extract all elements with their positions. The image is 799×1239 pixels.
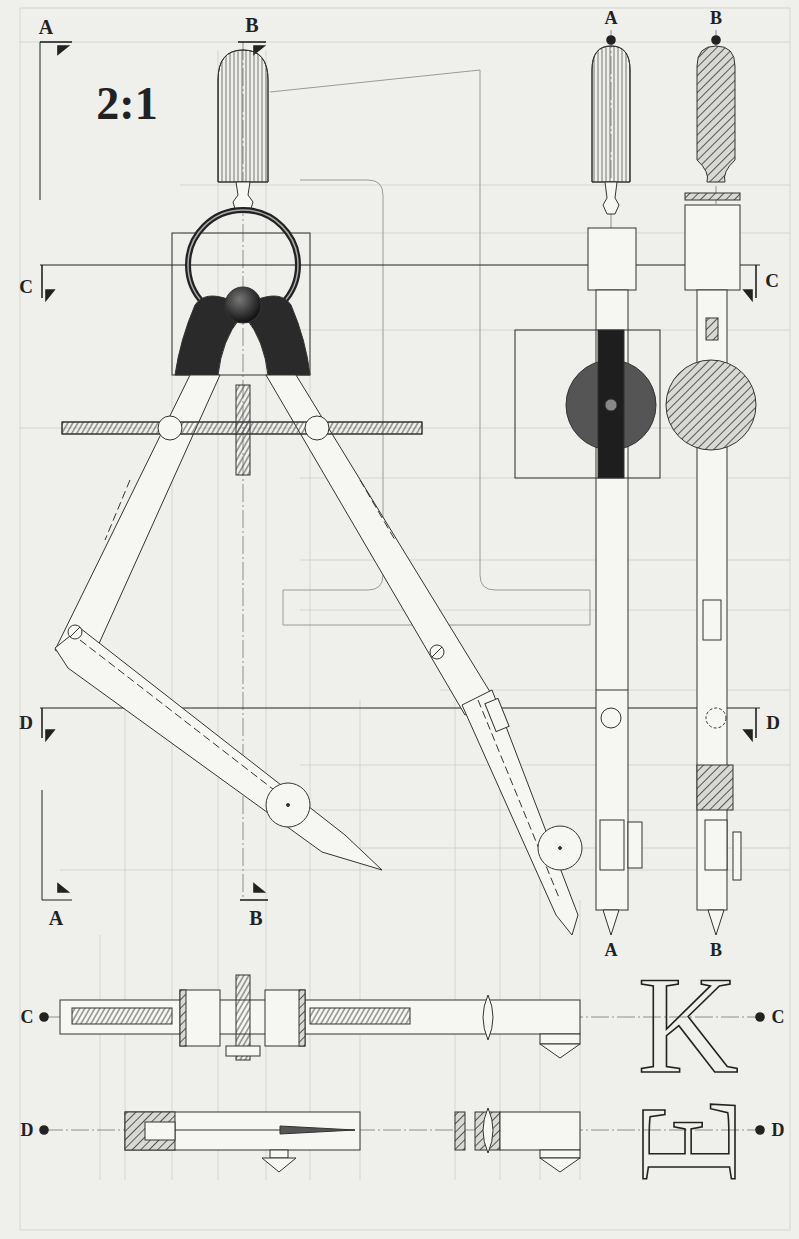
scale-label: 2:1 xyxy=(96,81,157,127)
section-letter: A xyxy=(39,17,53,37)
section-letter: A xyxy=(49,908,63,928)
section-letter: C xyxy=(19,277,33,296)
view-letter: D xyxy=(21,1121,34,1139)
centre-lines xyxy=(45,30,760,1130)
section-letter: D xyxy=(766,713,780,732)
view-letter: A xyxy=(605,941,618,959)
section-letter: B xyxy=(245,15,258,35)
monogram-letter: E xyxy=(618,1097,758,1183)
view-letter: C xyxy=(772,1008,785,1026)
front-view xyxy=(55,50,582,935)
construction-lines xyxy=(20,8,790,1230)
section-letter: B xyxy=(249,908,262,928)
view-letter: A xyxy=(605,9,618,27)
section-letter: C xyxy=(765,271,779,290)
section-markers xyxy=(40,36,764,1134)
view-letter: B xyxy=(710,9,722,27)
side-view-a xyxy=(515,46,660,935)
monogram-letter: K xyxy=(637,955,738,1095)
section-letter: D xyxy=(19,713,33,732)
side-view-b xyxy=(666,46,756,935)
view-letter: D xyxy=(772,1121,785,1139)
view-letter: C xyxy=(21,1008,34,1026)
section-c xyxy=(60,975,580,1060)
numeral-outline xyxy=(270,70,590,625)
section-d xyxy=(125,1108,580,1172)
